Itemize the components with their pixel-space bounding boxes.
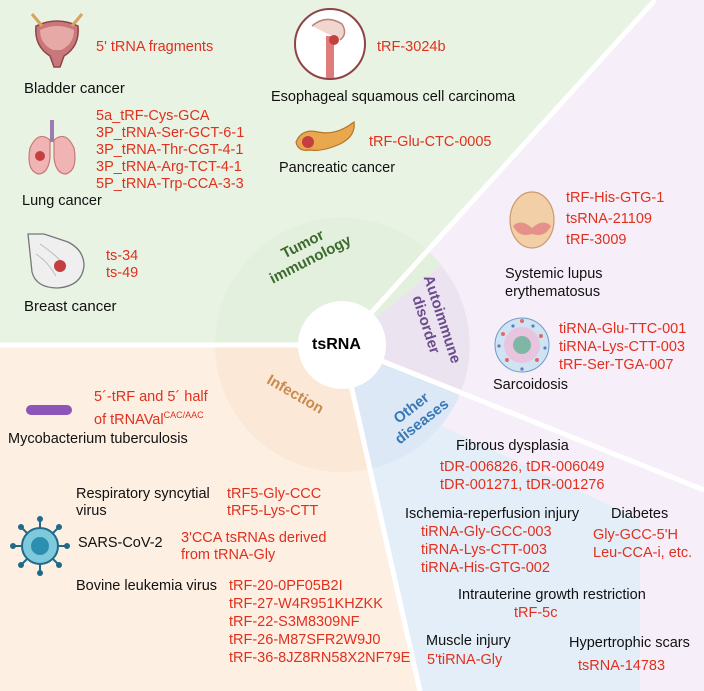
sars-marker-1: 3'CCA tsRNAs derived [181, 530, 327, 546]
lung-marker-1: 5a_tRF-Cys-GCA [96, 108, 210, 124]
lung-marker-2: 3P_tRNA-Ser-GCT-6-1 [96, 125, 245, 141]
center-circle [298, 301, 386, 389]
scars-label: Hypertrophic scars [569, 635, 690, 651]
breast-marker-2: ts-49 [106, 265, 139, 281]
fibrous-label: Fibrous dysplasia [456, 438, 569, 454]
blv-marker-4: tRF-26-M87SFR2W9J0 [229, 632, 381, 648]
tb-marker-2: of tRNAValCAC/AAC [94, 410, 204, 428]
blv-marker-1: tRF-20-0PF05B2I [229, 578, 343, 594]
sle-marker-3: tRF-3009 [566, 232, 627, 248]
autoimmune-wedge [342, 265, 470, 394]
iugr-marker: tRF-5c [514, 605, 558, 621]
pancreatic-label: Pancreatic cancer [279, 160, 396, 176]
sarcoidosis-marker-3: tRF-Ser-TGA-007 [559, 357, 674, 373]
esophageal-label: Esophageal squamous cell carcinoma [271, 89, 516, 105]
lung-marker-5: 5P_tRNA-Trp-CCA-3-3 [96, 176, 244, 192]
esophageal-marker: tRF-3024b [377, 39, 446, 55]
tumor-region [0, 0, 655, 345]
bladder-icon [30, 13, 84, 68]
sarcoidosis-label: Sarcoidosis [493, 377, 568, 393]
sle-marker-1: tRF-His-GTG-1 [566, 190, 665, 206]
muscle-label: Muscle injury [426, 633, 511, 649]
sarcoidosis-marker-1: tiRNA-Glu-TTC-001 [559, 321, 687, 337]
ischemia-marker-2: tiRNA-Lys-CTT-003 [421, 542, 547, 558]
bladder-label: Bladder cancer [24, 80, 125, 97]
blv-marker-3: tRF-22-S3M8309NF [229, 614, 360, 630]
sarcoidosis-marker-2: tiRNA-Lys-CTT-003 [559, 339, 685, 355]
ischemia-label: Ischemia-reperfusion injury [405, 506, 580, 522]
fibrous-marker-2: tDR-001271, tDR-001276 [440, 477, 605, 493]
lung-label: Lung cancer [22, 193, 102, 209]
lungs-icon [28, 120, 76, 175]
sle-label-1: Systemic lupus [505, 266, 603, 282]
blv-marker-2: tRF-27-W4R951KHZKK [229, 596, 383, 612]
breast-icon [27, 233, 85, 289]
ischemia-marker-1: tiRNA-Gly-GCC-003 [421, 524, 552, 540]
tb-superscript: CAC/AAC [163, 410, 204, 420]
face-rash-icon [509, 191, 555, 249]
sle-marker-2: tsRNA-21109 [566, 211, 652, 227]
lung-marker-3: 3P_tRNA-Thr-CGT-4-1 [96, 142, 244, 158]
diabetes-marker-2: Leu-CCA-i, etc. [593, 545, 693, 561]
sars-label: SARS-CoV-2 [78, 535, 163, 551]
diabetes-label: Diabetes [611, 506, 669, 522]
sle-label-2: erythematosus [505, 284, 601, 300]
rsv-label-2: virus [76, 503, 107, 519]
scars-marker: tsRNA-14783 [578, 658, 666, 674]
pancreatic-marker: tRF-Glu-CTC-0005 [369, 134, 492, 150]
ischemia-marker-3: tiRNA-His-GTG-002 [421, 560, 550, 576]
rsv-label-1: Respiratory syncytial [76, 486, 210, 502]
blv-label: Bovine leukemia virus [76, 578, 218, 594]
pancreas-icon [295, 120, 355, 151]
iugr-label: Intrauterine growth restriction [458, 587, 646, 603]
bladder-marker: 5' tRNA fragments [96, 39, 214, 55]
rsv-marker-1: tRF5-Gly-CCC [227, 486, 322, 502]
esophagus-icon [294, 8, 366, 80]
rsv-marker-2: tRF5-Lys-CTT [227, 503, 319, 519]
bacillus-icon [26, 405, 72, 415]
granuloma-icon [494, 317, 550, 373]
diabetes-marker-1: Gly-GCC-5'H [593, 527, 678, 543]
breast-marker-1: ts-34 [106, 248, 139, 264]
muscle-marker: 5'tiRNA-Gly [427, 652, 503, 668]
coronavirus-icon [10, 516, 70, 576]
fibrous-marker-1: tDR-006826, tDR-006049 [440, 459, 605, 475]
breast-label: Breast cancer [24, 298, 117, 315]
blv-marker-5: tRF-36-8JZ8RN58X2NF79E [229, 650, 411, 666]
lung-marker-4: 3P_tRNA-Arg-TCT-4-1 [96, 159, 242, 175]
tumor-wedge [214, 217, 441, 345]
tb-label: Mycobacterium tuberculosis [8, 431, 188, 447]
tb-marker-1: 5´-tRF and 5´ half [94, 389, 208, 405]
sars-marker-2: from tRNA-Gly [181, 547, 276, 563]
center-label: tsRNA [312, 336, 361, 353]
